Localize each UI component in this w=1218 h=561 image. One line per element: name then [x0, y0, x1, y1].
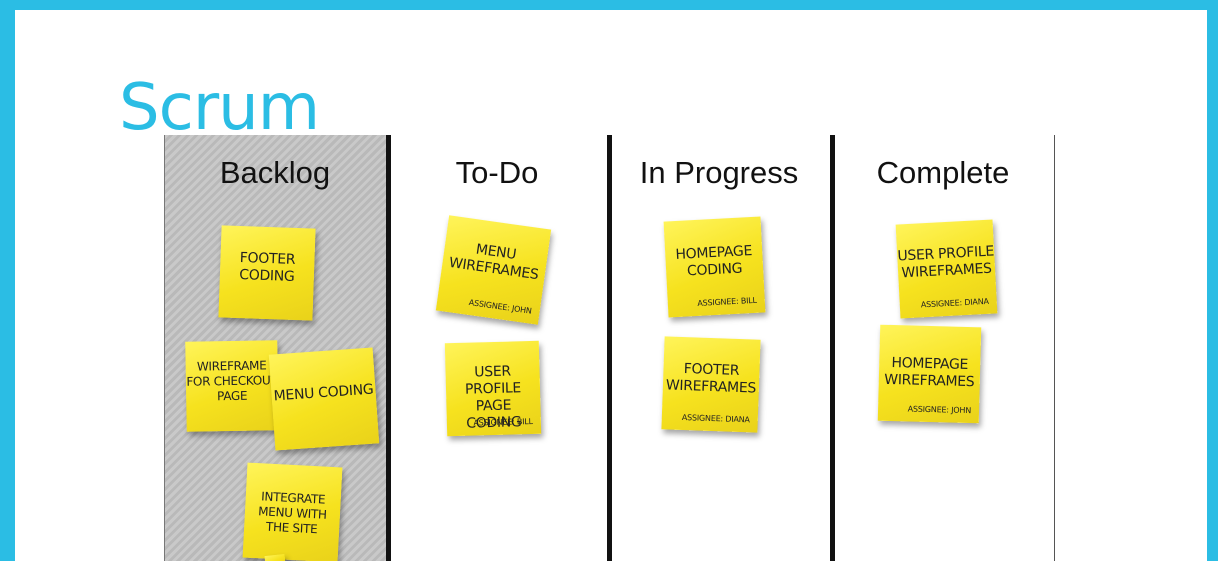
column-header-in-progress: In Progress — [639, 155, 799, 190]
note-assignee: Assignee: John — [907, 404, 972, 416]
sticky-note[interactable]: Footer Coding — [218, 225, 316, 321]
note-text: Menu Wireframes — [447, 241, 540, 284]
note-assignee: Assignee: Bill — [473, 416, 533, 428]
note-text: Integrate Menu with the Site — [257, 489, 328, 537]
note-assignee: Assignee: Diana — [920, 296, 989, 310]
sticky-note[interactable]: User Profile Wireframes Assignee: Diana — [895, 219, 998, 319]
board-right-edge — [1054, 135, 1055, 561]
note-text: Homepage Wireframes — [884, 355, 975, 391]
column-header-backlog: Backlog — [219, 155, 331, 190]
sticky-note[interactable]: Menu Wireframes Assignee: John — [435, 215, 552, 325]
column-header-complete: Complete — [876, 155, 1010, 190]
note-text: Footer Wireframes — [665, 361, 757, 397]
note-assignee: Assignee: John — [468, 297, 533, 316]
note-text: Homepage Coding — [675, 243, 753, 280]
column-divider — [830, 135, 835, 561]
note-text: Wireframe for Checkout Page — [186, 358, 278, 404]
sticky-note[interactable]: User Profile Page Coding Assignee: Bill — [444, 340, 542, 437]
sticky-note-partial — [264, 553, 286, 561]
note-text: User Profile Wireframes — [897, 243, 995, 282]
slide: Scrum Backlog To-Do In Progress Complete… — [15, 10, 1207, 561]
sticky-note[interactable]: Homepage Coding Assignee: Bill — [663, 216, 766, 318]
scrum-board: Backlog To-Do In Progress Complete Foote… — [164, 135, 1056, 561]
note-text: Footer Coding — [239, 250, 296, 285]
column-header-todo: To-Do — [455, 155, 539, 190]
sticky-note[interactable]: Wireframe for Checkout Page — [185, 340, 279, 432]
note-assignee: Assignee: Bill — [697, 295, 758, 308]
sticky-note[interactable]: Integrate Menu with the Site — [242, 462, 343, 561]
column-divider — [386, 135, 391, 561]
sticky-note[interactable]: Homepage Wireframes Assignee: John — [877, 324, 982, 424]
note-text: Menu Coding — [273, 381, 374, 405]
sticky-note[interactable]: Menu Coding — [268, 347, 380, 451]
sticky-note[interactable]: Footer Wireframes Assignee: Diana — [661, 336, 761, 433]
note-assignee: Assignee: Diana — [681, 413, 750, 425]
column-divider — [607, 135, 612, 561]
slide-title: Scrum — [119, 71, 320, 145]
